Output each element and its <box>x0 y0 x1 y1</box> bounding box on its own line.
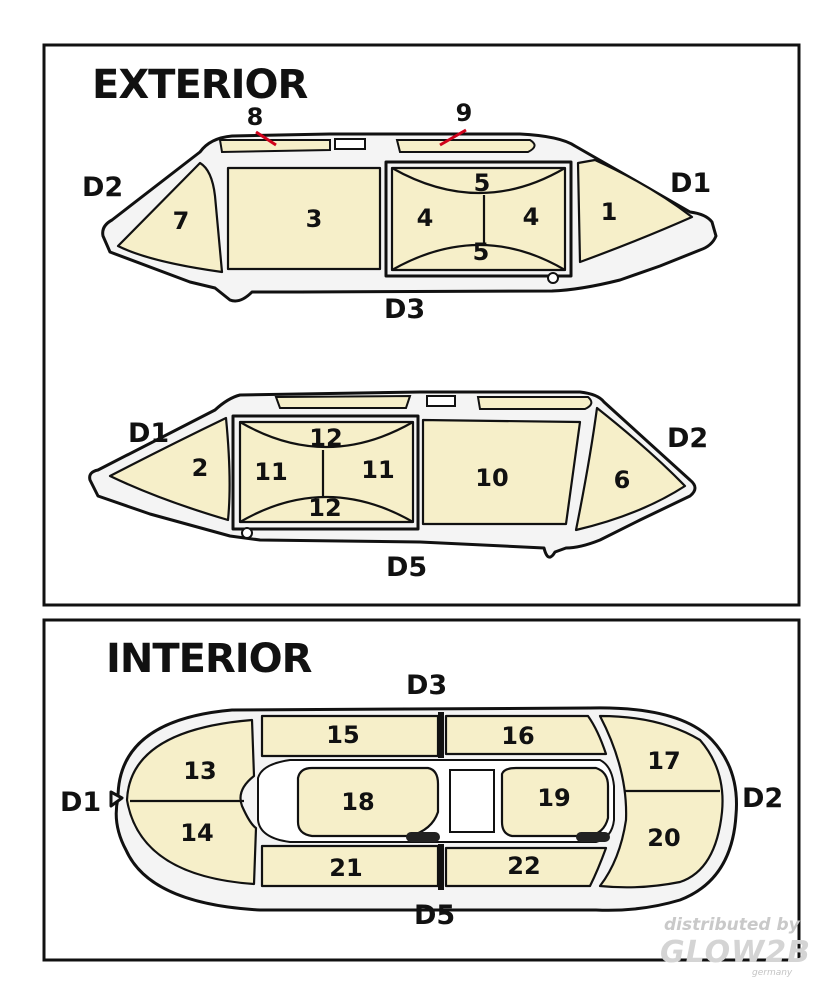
panel-14-number: 14 <box>180 819 213 847</box>
divider-5-top <box>391 167 566 195</box>
exterior-title: EXTERIOR <box>92 62 307 108</box>
top-strip-right-side2 <box>476 396 593 410</box>
panel-2-number: 2 <box>192 454 209 482</box>
panel-5b-number: 5 <box>473 238 490 266</box>
panel-15-number: 15 <box>326 721 359 749</box>
label-d2-side1: D2 <box>82 172 123 203</box>
panel-10-number: 10 <box>475 464 508 492</box>
watermark-line1: distributed by <box>664 915 801 935</box>
panel-12a-number: 12 <box>309 424 342 452</box>
divider-12-bottom <box>239 495 414 523</box>
label-d3-side1: D3 <box>384 294 425 325</box>
callout-line-9 <box>439 128 467 147</box>
panel-21 <box>260 844 440 888</box>
interior-section: INTERIOR <box>42 618 801 962</box>
canopy-top-view: D3 D1 D2 D5 13 14 15 16 17 18 19 20 21 2… <box>60 670 783 931</box>
panel-5a-number: 5 <box>474 169 491 197</box>
top-window-center <box>334 138 366 150</box>
divider-12-top <box>239 421 414 449</box>
panel-22 <box>444 846 608 888</box>
panel-16-number: 16 <box>501 722 534 750</box>
callout-line-8 <box>255 130 277 147</box>
panel-10 <box>421 418 582 526</box>
interior-title: INTERIOR <box>106 636 312 682</box>
handle-left <box>406 832 440 842</box>
label-d5-side2: D5 <box>386 552 427 583</box>
rivet-side2 <box>241 527 253 539</box>
panel-6 <box>574 406 687 532</box>
panel-3-number: 3 <box>306 205 323 233</box>
panel-4a-number: 4 <box>417 204 434 232</box>
label-d2-side2: D2 <box>667 423 708 454</box>
panel-20-number: 20 <box>647 824 680 852</box>
panel-1-number: 1 <box>601 198 618 226</box>
center-window <box>449 769 495 833</box>
canopy-side-view-1: 8 9 D2 D1 D3 7 3 4 4 5 5 1 <box>82 99 718 325</box>
top-window-center-side2 <box>426 395 456 407</box>
label-d3-interior: D3 <box>406 670 447 701</box>
rivet-side1 <box>547 272 559 284</box>
panel-13-number: 13 <box>183 757 216 785</box>
label-d1-side2: D1 <box>128 418 169 449</box>
panel-11a-number: 11 <box>254 458 287 486</box>
panel-4b-number: 4 <box>523 203 540 231</box>
nose-tip <box>109 790 124 808</box>
callout-8: 8 <box>247 103 264 131</box>
panel-22-number: 22 <box>507 852 540 880</box>
exterior-section: EXTERIOR 8 9 D2 <box>42 43 801 607</box>
panel-3 <box>226 166 382 271</box>
distributor-watermark: distributed by GLOW2B germany <box>660 915 811 978</box>
label-d1-interior: D1 <box>60 787 101 818</box>
label-d2-interior: D2 <box>742 783 783 814</box>
panel-12b-number: 12 <box>308 494 341 522</box>
panel-19 <box>500 766 610 838</box>
panel-7 <box>116 161 224 274</box>
panel-6-number: 6 <box>614 466 631 494</box>
strip-tick-bottom <box>438 844 444 890</box>
panel-17-20-group <box>598 714 724 889</box>
handle-right <box>576 832 610 842</box>
label-d1-side1: D1 <box>670 168 711 199</box>
label-d5-interior: D5 <box>414 900 455 931</box>
divider-5-bottom <box>391 243 566 271</box>
panel-18-number: 18 <box>341 788 374 816</box>
panel-19-number: 19 <box>537 784 570 812</box>
panel-16 <box>444 714 608 756</box>
watermark-line2: GLOW2B <box>660 935 811 970</box>
panel-2 <box>108 416 231 522</box>
callout-9: 9 <box>456 99 473 127</box>
panel-18 <box>296 766 440 838</box>
panel-1 <box>576 158 694 264</box>
panel-7-number: 7 <box>173 207 190 235</box>
canopy-side-view-2: D1 D2 D5 2 11 11 12 12 10 6 <box>88 390 708 583</box>
strip-tick-top <box>438 712 444 758</box>
panel-11b-number: 11 <box>361 456 394 484</box>
panel-17-number: 17 <box>647 747 680 775</box>
panel-21-number: 21 <box>329 854 362 882</box>
top-strip-left-side2 <box>274 394 412 409</box>
watermark-line3: germany <box>752 968 793 978</box>
top-strip-9 <box>395 139 536 153</box>
